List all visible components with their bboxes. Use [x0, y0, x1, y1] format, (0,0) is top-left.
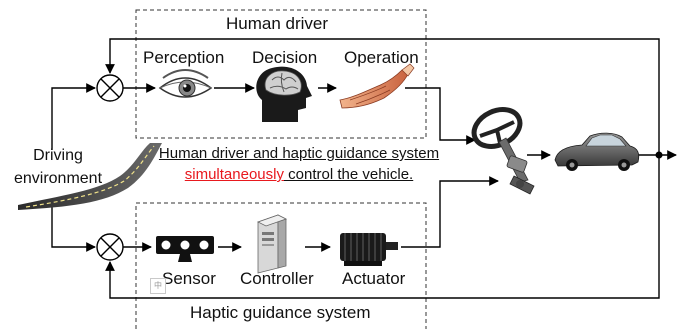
arm-muscle-icon: [339, 63, 415, 109]
environment-line-2: environment: [13, 170, 103, 187]
operation-label: Operation: [344, 48, 419, 67]
actuator-label: Actuator: [342, 269, 406, 288]
caption-highlight: simultaneously: [184, 166, 284, 183]
sensor-label: Sensor: [162, 269, 216, 288]
upper-feedback-line: [105, 38, 660, 155]
caption-line-2: simultaneously control the vehicle.: [145, 165, 453, 184]
env-to-lower-junction: [51, 200, 96, 252]
human-driver-title: Human driver: [226, 14, 329, 33]
steering-wheel-icon: [471, 107, 535, 195]
controller-label: Controller: [240, 269, 314, 288]
arrow-actuator-to-steering: [401, 176, 499, 248]
summing-junction-icon: [96, 233, 124, 261]
haptic-system-title: Haptic guidance system: [190, 303, 371, 322]
caption-line-1: Human driver and haptic guidance system: [158, 145, 440, 162]
env-to-upper-junction: [51, 83, 96, 150]
computer-tower-icon: [256, 214, 288, 274]
sensor-icon: [156, 236, 214, 262]
lower-feedback-line: [105, 155, 660, 299]
summing-junction-icon: [96, 74, 124, 102]
eye-icon: [158, 69, 213, 98]
caption-rest: control the vehicle.: [283, 166, 414, 183]
motor-icon: [340, 233, 398, 266]
arrow-operation-to-steering: [405, 87, 476, 145]
perception-label: Perception: [143, 48, 225, 67]
road-icon: [18, 143, 162, 210]
driving-environment-label: Driving environment: [6, 144, 110, 190]
paste-options-icon[interactable]: 中: [150, 278, 166, 294]
car-icon: [554, 132, 640, 171]
brain-head-icon: [256, 66, 312, 122]
environment-line-1: Driving: [33, 147, 83, 164]
human-driver-box: [135, 9, 427, 139]
decision-label: Decision: [252, 48, 318, 67]
